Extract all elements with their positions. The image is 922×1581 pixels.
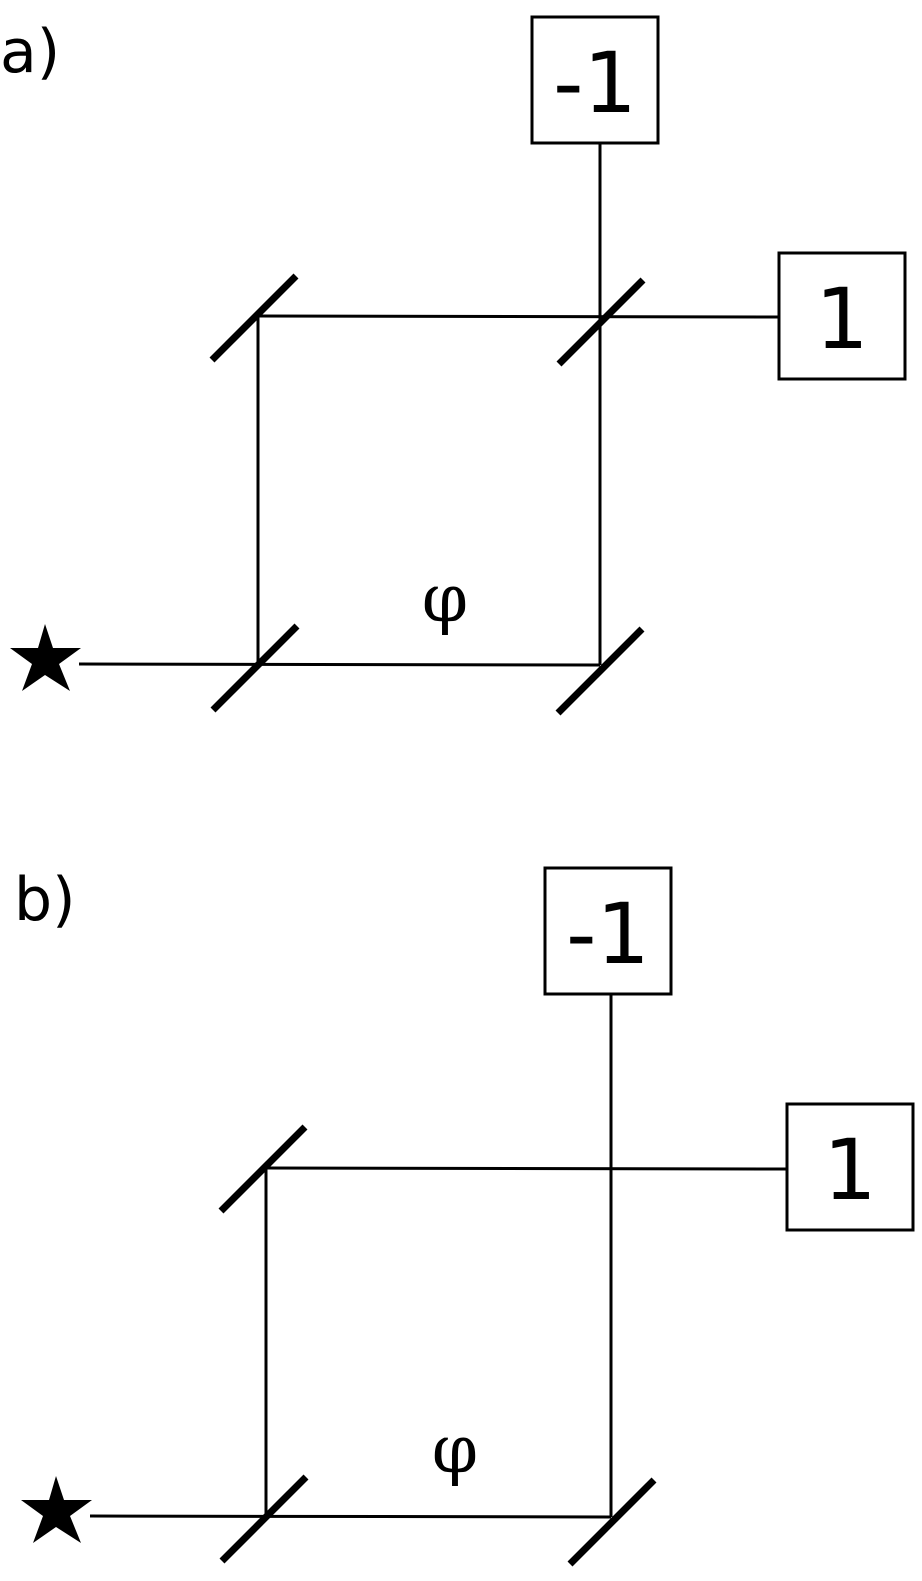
bottom-right-mirror [567, 1477, 657, 1567]
top-arm-beam [265, 1166, 788, 1171]
output-beamsplitter [556, 277, 646, 367]
bottom-right-mirror [555, 626, 645, 716]
input-beamsplitter [219, 1474, 309, 1564]
star-icon [21, 1476, 92, 1543]
panel-a-label: a) [0, 17, 60, 87]
detector-top-box [530, 15, 660, 145]
detector-right-box [785, 1102, 915, 1232]
detector-top-label: -1 [553, 34, 637, 132]
detector-right-label: 1 [815, 270, 868, 368]
panel-a: a) φ -1 1 [0, 15, 907, 716]
panel-b-label: b) [14, 865, 76, 935]
input-beam [78, 662, 601, 667]
input-beam [89, 1514, 612, 1519]
detector-top-box [543, 866, 673, 996]
top-arm-beam [257, 314, 780, 319]
phase-label: φ [432, 1411, 478, 1488]
star-icon [10, 624, 81, 691]
top-left-mirror [209, 273, 299, 363]
detector-right-label: 1 [823, 1121, 876, 1219]
phase-label: φ [422, 560, 468, 637]
input-beamsplitter [210, 623, 300, 713]
detector-right-box [777, 251, 907, 381]
detector-top-label: -1 [566, 885, 650, 983]
panel-b: b) φ -1 1 [14, 865, 915, 1567]
top-left-mirror [218, 1124, 308, 1214]
